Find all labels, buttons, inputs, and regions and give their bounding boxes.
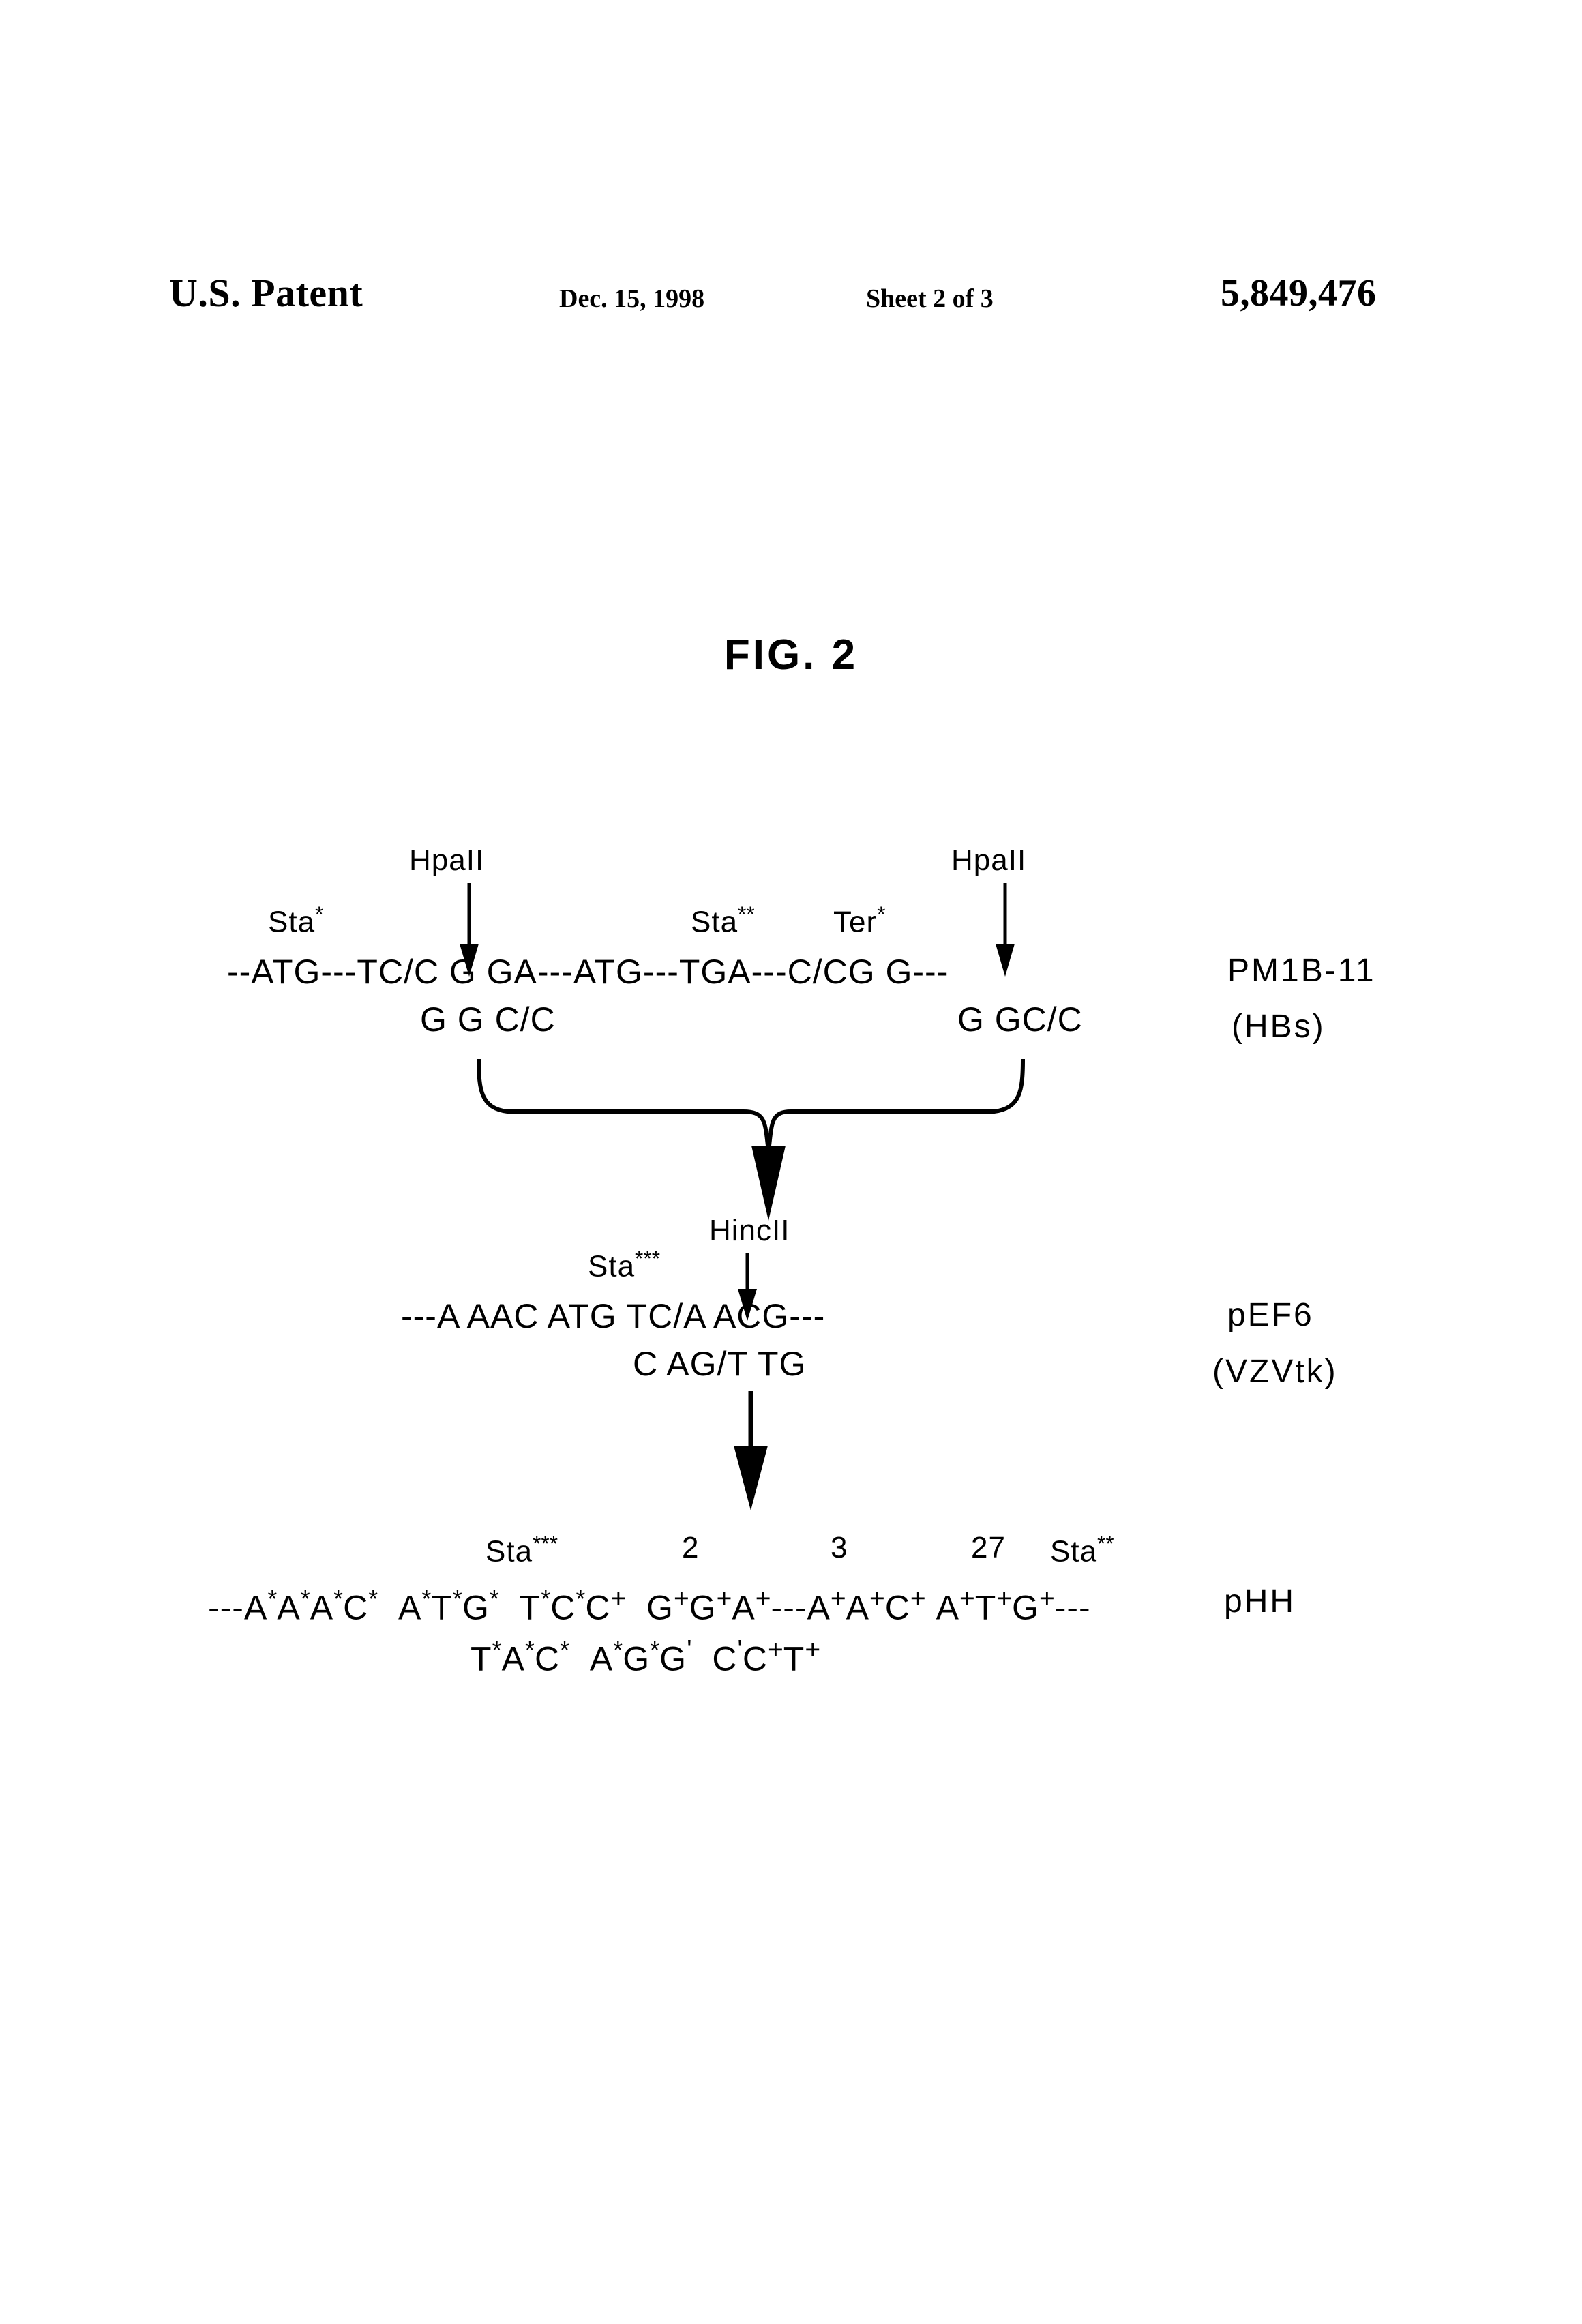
plasmid-sub-hbs: (HBs) — [1232, 1009, 1326, 1045]
arrow-pef6-to-phh — [734, 1391, 768, 1510]
sequence-pm1b11-bottom-right: G GC/C — [957, 1000, 1083, 1039]
label-hpaii-left: HpaII — [409, 844, 485, 877]
patent-office-title: U.S. Patent — [169, 271, 363, 315]
label-count-27: 27 — [971, 1531, 1006, 1564]
sheet-number: Sheet 2 of 3 — [866, 284, 994, 313]
figure-title: FIG. 2 — [723, 631, 859, 679]
brace-converging — [477, 1058, 1025, 1146]
label-count-2: 2 — [682, 1531, 700, 1564]
plasmid-name-phh: pHH — [1224, 1583, 1296, 1620]
sequence-pef6-top-strand: ---A AAC ATG TC/A ACG--- — [401, 1297, 826, 1335]
label-sta-5: Sta** — [1050, 1531, 1114, 1568]
label-count-3: 3 — [831, 1531, 848, 1564]
plasmid-sub-vzvtk: (VZVtk) — [1212, 1354, 1338, 1390]
arrow-brace-down — [751, 1146, 786, 1221]
sequence-phh-top-strand: ---A*A*A*C* A*T*G* T*C*C+ G+G+A+---A+A+C… — [208, 1584, 1091, 1627]
patent-date: Dec. 15, 1998 — [559, 284, 705, 313]
plasmid-name-pm1b11: PM1B-11 — [1227, 953, 1376, 989]
label-ter-1: Ter* — [833, 902, 886, 939]
patent-number: 5,849,476 — [1221, 272, 1377, 314]
label-sta-2: Sta** — [691, 902, 755, 939]
sequence-pm1b11-top-strand: --ATG---TC/C G GA---ATG---TGA---C/CG G--… — [227, 953, 949, 991]
sequence-phh-bottom-strand: T*A*C* A*G*G' C'C+T+ — [471, 1635, 821, 1678]
sequence-pm1b11-bottom-left: G G C/C — [420, 1000, 556, 1039]
plasmid-name-pef6: pEF6 — [1227, 1297, 1314, 1333]
label-hpaii-right: HpaII — [951, 844, 1027, 877]
sequence-pef6-bottom-strand: C AG/T TG — [633, 1345, 807, 1383]
patent-header: U.S. Patent Dec. 15, 1998 Sheet 2 of 3 5… — [0, 136, 1582, 315]
label-sta-3: Sta*** — [588, 1246, 661, 1283]
arrow-hpaii-right — [996, 883, 1015, 977]
label-sta-4: Sta*** — [486, 1531, 558, 1568]
label-hincii-enzyme: HincII — [709, 1214, 790, 1247]
label-sta-1: Sta* — [268, 902, 324, 939]
